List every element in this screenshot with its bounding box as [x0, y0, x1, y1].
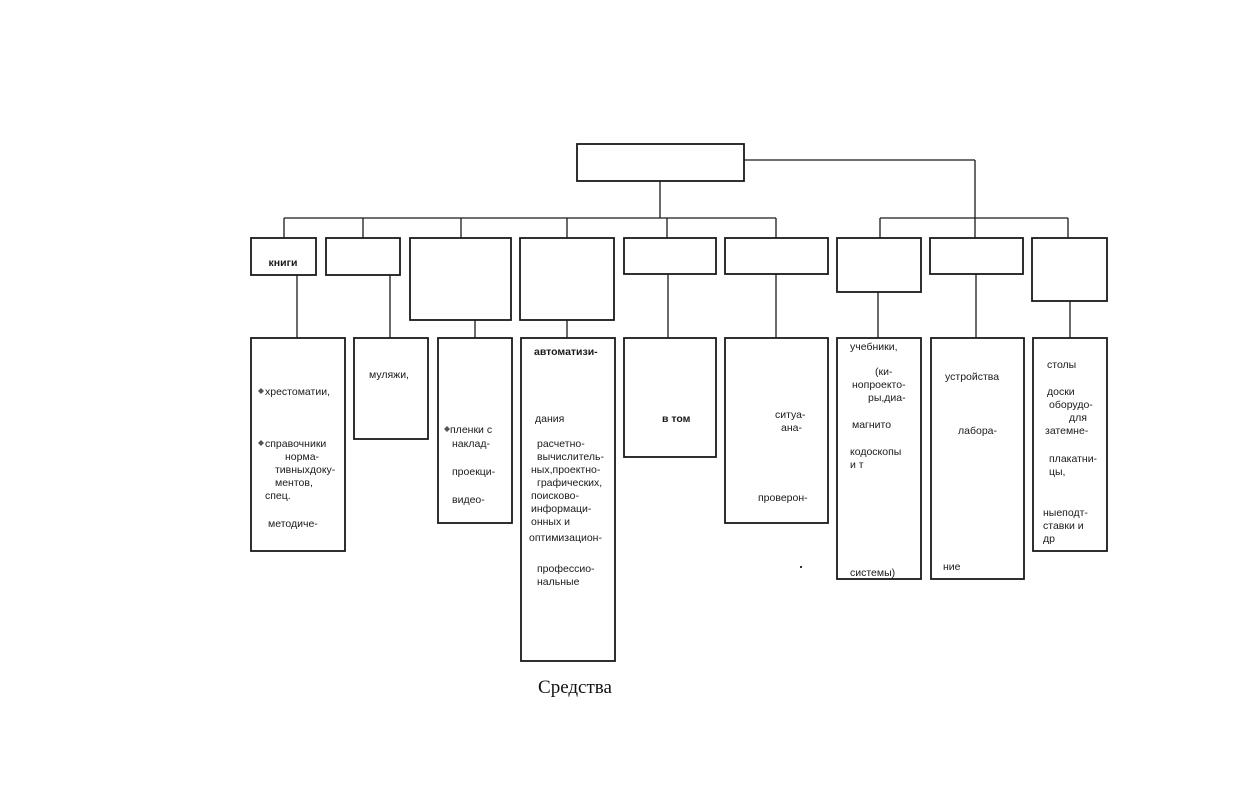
detail-text: кодоскопы: [850, 446, 901, 458]
diamond-bullet-icon: [258, 388, 264, 394]
detail-text: ситуа-: [775, 409, 806, 421]
detail-text: нальные: [537, 576, 580, 588]
detail-text: нопроекто-: [852, 379, 906, 391]
detail-text: ние: [943, 561, 961, 573]
detail-text: для: [1069, 412, 1087, 424]
detail-text: системы): [850, 567, 895, 579]
detail-text: видео-: [452, 494, 485, 506]
diagram-caption: Средства: [538, 677, 612, 698]
detail-text: устройства: [945, 371, 999, 383]
detail-box-6: ситуа- ана- проверон-: [724, 337, 829, 524]
detail-text: методиче-: [268, 518, 318, 530]
detail-text: тивныхдоку-: [275, 464, 336, 476]
top-node-box-3: [409, 237, 512, 321]
detail-text: столы: [1047, 359, 1076, 371]
detail-text: муляжи,: [369, 369, 409, 381]
detail-text: норма-: [285, 451, 320, 463]
top-node-label-1: книги: [269, 257, 298, 269]
top-node-box-4: [519, 237, 615, 321]
detail-text: графических,: [537, 477, 602, 489]
detail-text: ана-: [781, 422, 802, 434]
top-node-box-1: [250, 237, 317, 276]
detail-text: проверон-: [758, 492, 808, 504]
detail-box-2: муляжи,: [353, 337, 429, 440]
detail-text: ментов,: [275, 477, 313, 489]
detail-text: наклад-: [452, 438, 490, 450]
detail-text: расчетно-: [537, 438, 585, 450]
detail-text: ры,диа-: [868, 392, 906, 404]
top-node-box-9: [1031, 237, 1108, 302]
detail-text: спец.: [265, 490, 291, 502]
detail-box-5: в том: [623, 337, 717, 458]
top-node-box-6: [724, 237, 829, 275]
detail-text: оборудо-: [1049, 399, 1093, 411]
detail-text: автоматизи-: [534, 346, 598, 358]
detail-text: учебники,: [850, 341, 898, 353]
diamond-bullet-icon: [258, 440, 264, 446]
top-node-box-7: [836, 237, 922, 293]
detail-box-4: автоматизи- дания расчетно- вычислитель-…: [520, 337, 616, 662]
top-node-box-5: [623, 237, 717, 275]
root-node-box: [576, 143, 745, 182]
detail-text: доски: [1047, 386, 1075, 398]
connectors: [283, 159, 1071, 338]
detail-text: хрестоматии,: [265, 386, 330, 398]
detail-text: затемне-: [1045, 425, 1089, 437]
detail-text: пленки с: [450, 424, 492, 436]
detail-text: цы,: [1049, 466, 1065, 478]
detail-box-8: устройства лабора- ние: [930, 337, 1025, 580]
detail-text: онных и: [531, 516, 570, 528]
detail-text: профессио-: [537, 563, 595, 575]
diamond-bullet-icon: [444, 426, 450, 432]
top-node-box-8: [929, 237, 1024, 275]
detail-text: в том: [662, 413, 691, 425]
detail-box-7: учебники, (ки- нопроекто- ры,диа- магнит…: [836, 337, 922, 580]
detail-text: ныеподт-: [1043, 507, 1088, 519]
detail-text: и т: [850, 459, 864, 471]
detail-text: справочники: [265, 438, 326, 450]
detail-text: плакатни-: [1049, 453, 1098, 465]
detail-text: др: [1043, 533, 1055, 545]
detail-box-9: столы доски оборудо- для затемне- плакат…: [1032, 337, 1108, 552]
detail-text: ных,проектно-: [531, 464, 601, 476]
detail-text: лабора-: [958, 425, 997, 437]
detail-text: проекци-: [452, 466, 496, 478]
detail-text: информаци-: [531, 503, 592, 515]
detail-text: магнито: [852, 419, 891, 431]
scan-speck: [800, 566, 802, 568]
detail-text: дания: [535, 413, 564, 425]
detail-text: поисково-: [531, 490, 579, 502]
detail-text: оптимизацион-: [529, 532, 602, 544]
detail-box-1: хрестоматии, справочники норма- тивныхдо…: [250, 337, 346, 552]
detail-text: (ки-: [875, 366, 893, 378]
detail-box-3: пленки с наклад- проекци- видео-: [437, 337, 513, 524]
detail-text: вычислитель-: [537, 451, 604, 463]
detail-text: ставки и: [1043, 520, 1084, 532]
top-node-box-2: [325, 237, 401, 276]
